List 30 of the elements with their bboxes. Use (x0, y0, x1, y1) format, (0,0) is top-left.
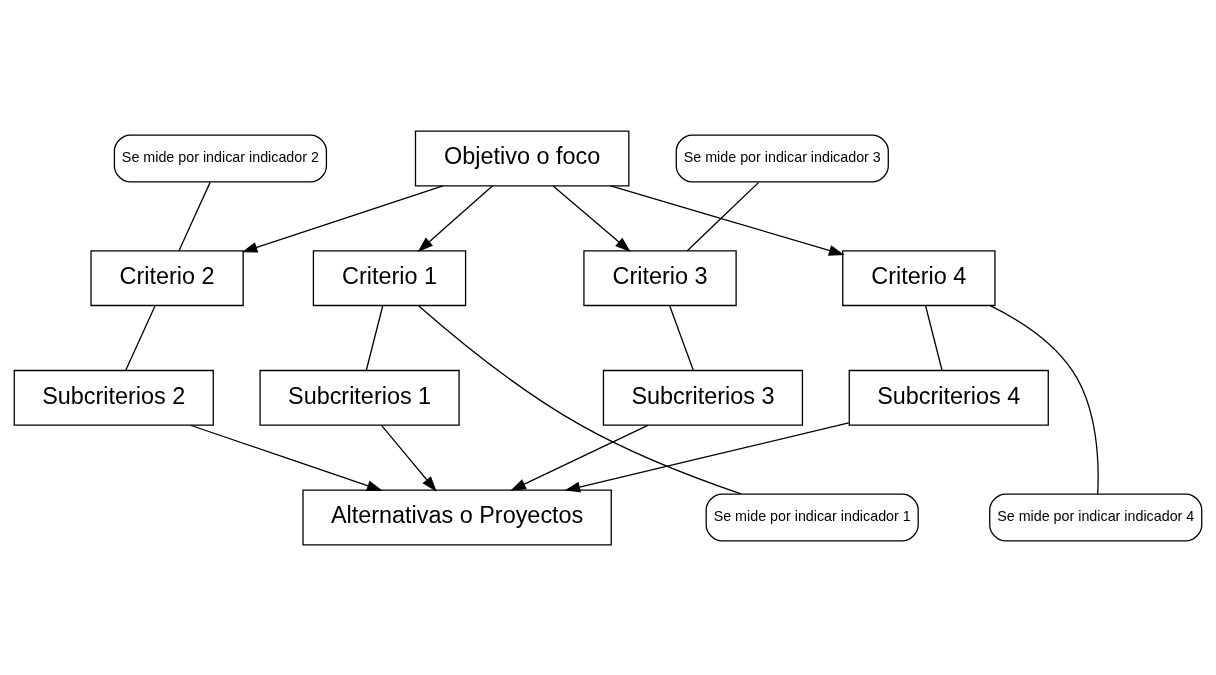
node-box: Subcriterios 3 (602, 369, 804, 426)
connector (418, 304, 742, 495)
arrow (564, 421, 850, 492)
node-box: Criterio 4 (842, 249, 996, 306)
arrow (189, 424, 383, 491)
node-box: Subcriterios 1 (259, 369, 460, 426)
node-box: Se mide por indicar indicador 3 (675, 133, 889, 183)
node-box: Subcriterios 4 (848, 369, 1049, 426)
node-box: Subcriterios 2 (13, 369, 214, 426)
arrow (241, 184, 444, 253)
connector (125, 304, 156, 371)
connector (178, 181, 211, 251)
node-box: Criterio 2 (90, 249, 244, 306)
node-box: Se mide por indicar indicador 1 (705, 492, 919, 542)
node-box: Objetivo o foco (414, 130, 630, 186)
arrow (510, 424, 649, 491)
connector (925, 304, 943, 371)
connector (989, 304, 1099, 494)
connector (365, 304, 384, 371)
arrow (610, 184, 845, 256)
connector (686, 181, 760, 251)
arrow (552, 184, 631, 252)
node-box: Criterio 1 (312, 249, 467, 306)
arrow (417, 184, 494, 252)
arrow (381, 424, 437, 492)
connector (669, 304, 695, 371)
node-box: Alternativas o Proyectos (302, 489, 612, 545)
node-box: Se mide por indicar indicador 2 (113, 133, 328, 183)
node-box: Criterio 3 (583, 249, 737, 306)
node-box: Se mide por indicar indicador 4 (989, 492, 1203, 542)
